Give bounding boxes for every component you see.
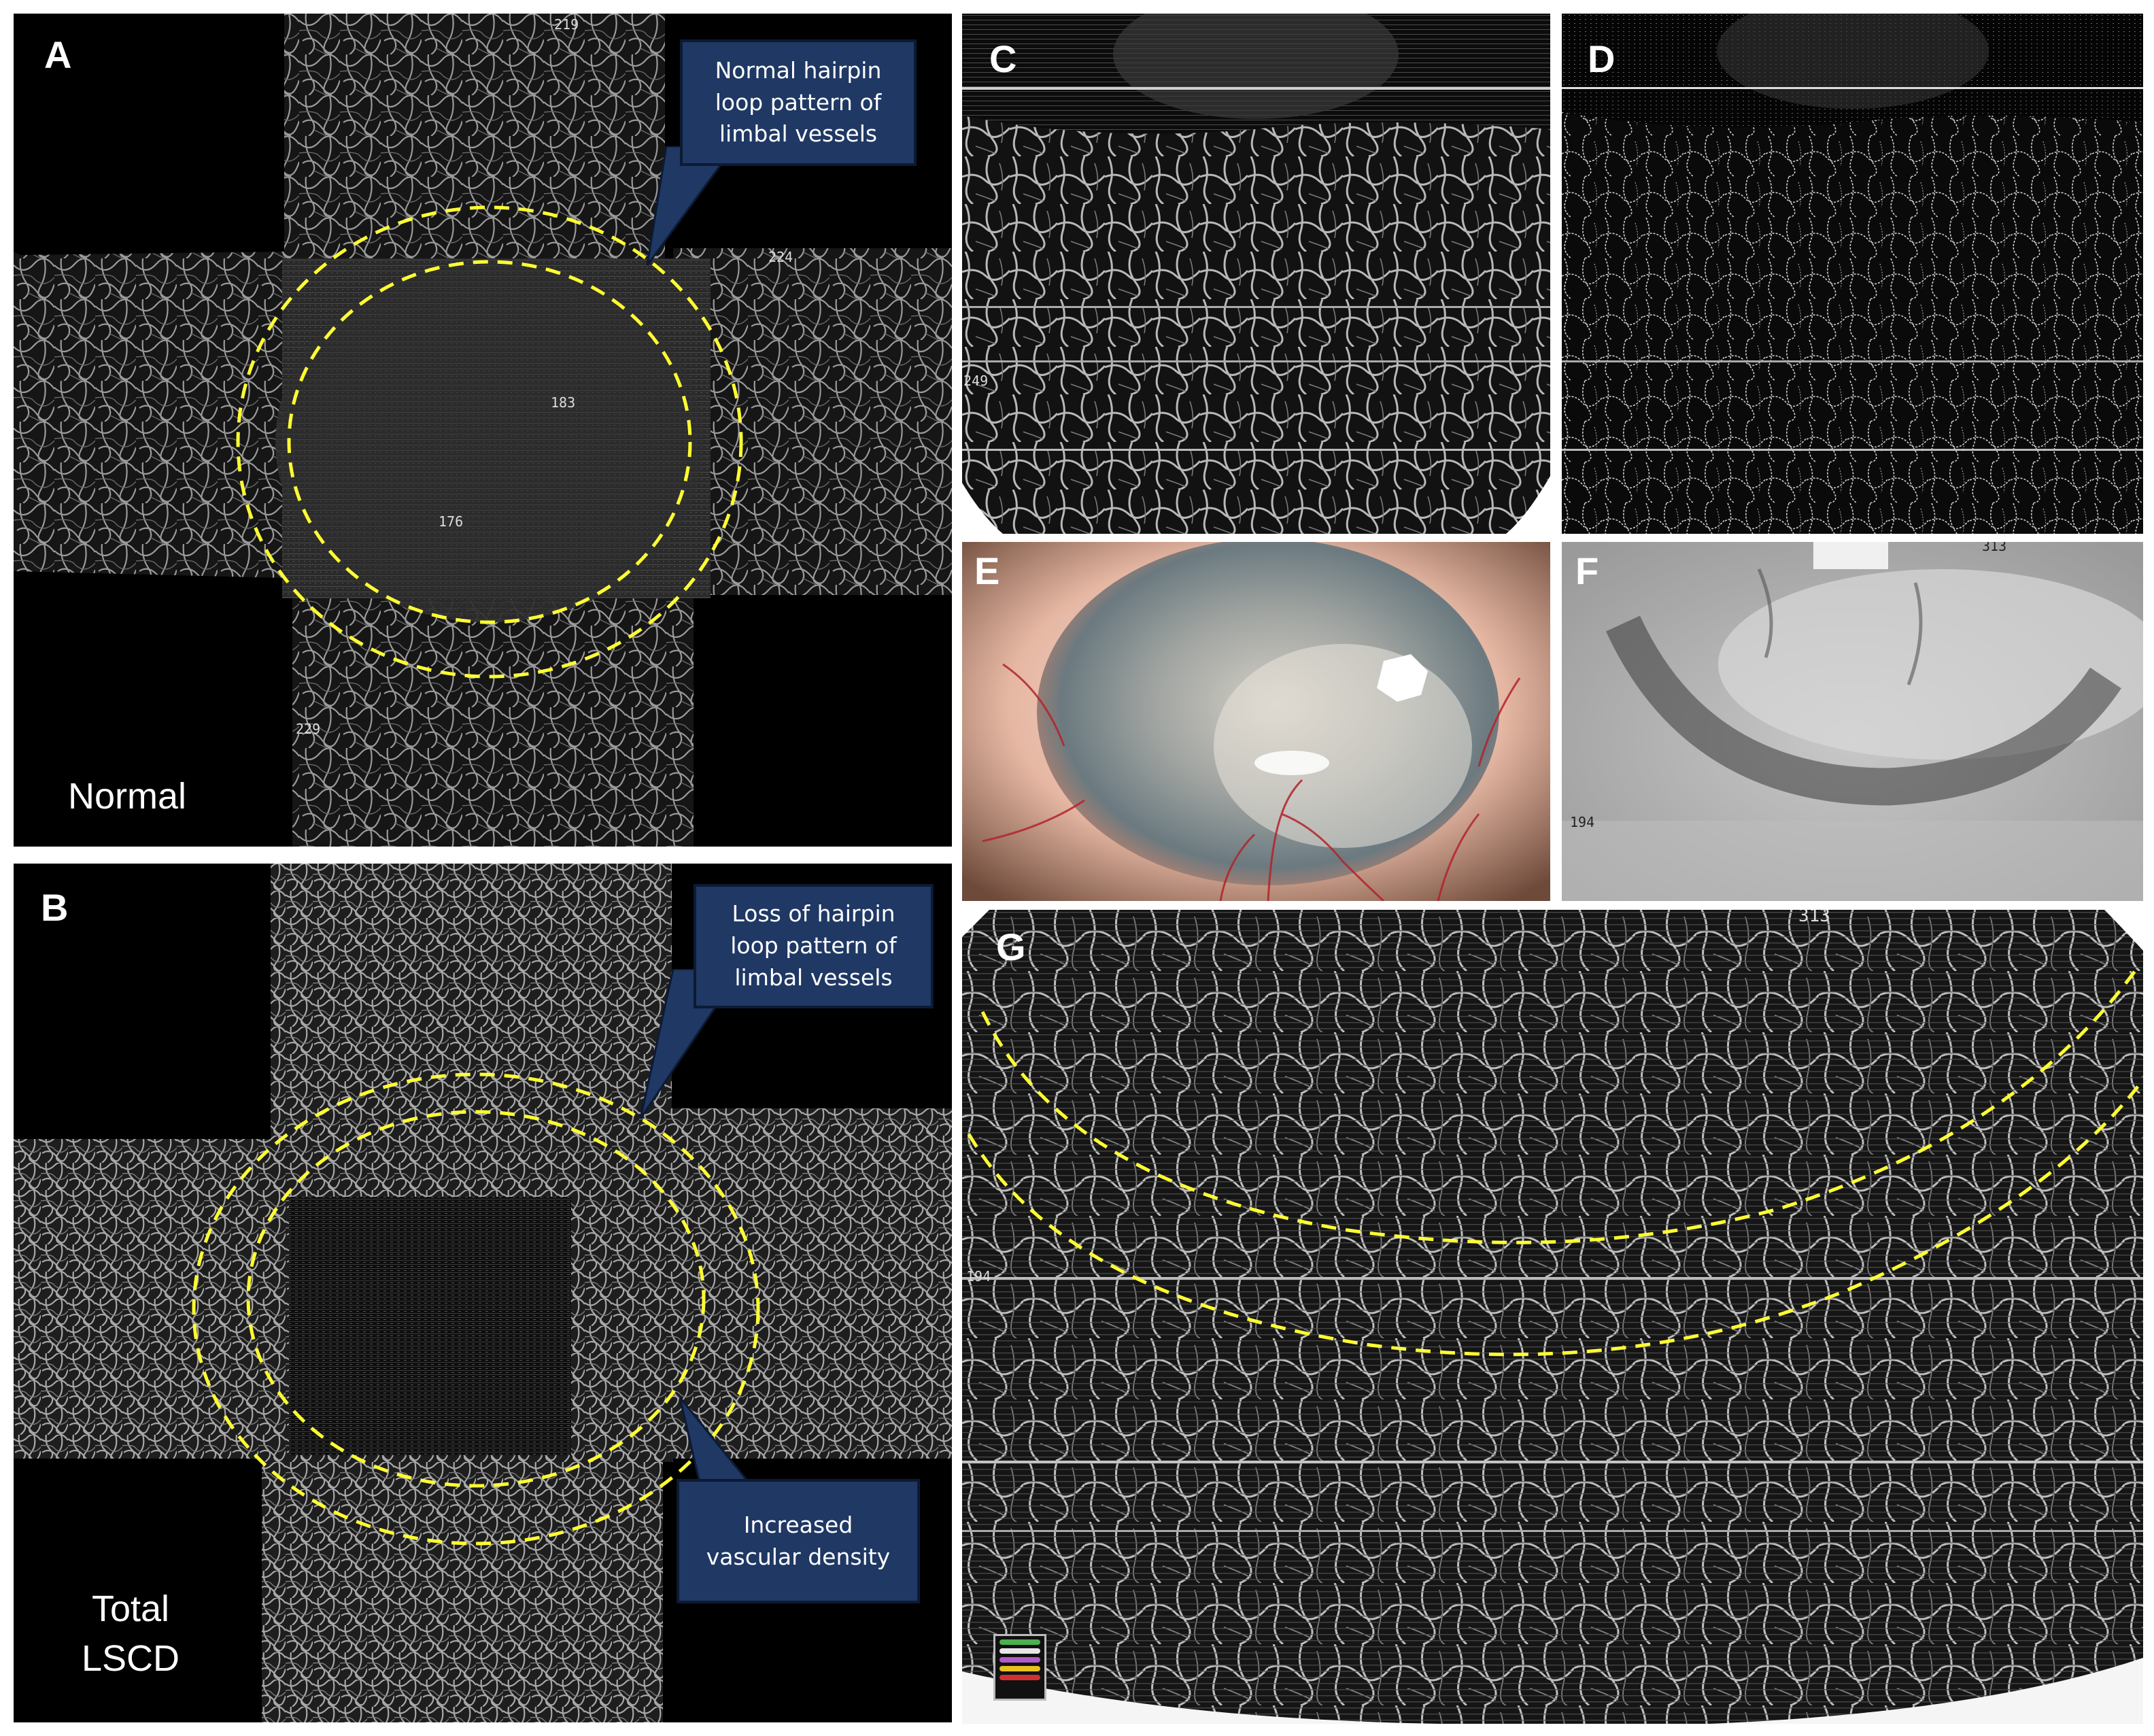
legend-swatch [999, 1648, 1040, 1654]
condition-line: LSCD [82, 1637, 180, 1679]
panel-g: G 194 313 [962, 910, 2143, 1724]
panel-b-letter: B [41, 886, 69, 929]
panel-d: D [1562, 14, 2143, 534]
callout-line: Normal hairpin [715, 56, 882, 84]
panel-b-angiography-mosaic [14, 864, 952, 1722]
panel-f-en-face-image [1562, 542, 2143, 901]
legend-swatch [999, 1675, 1040, 1680]
scan-number: 229 [296, 721, 321, 737]
scan-number: 224 [768, 249, 793, 265]
callout-line: limbal vessels [734, 964, 893, 991]
panel-b-condition-label: Total LSCD [82, 1584, 180, 1684]
panel-e-slit-lamp-photo [962, 542, 1550, 901]
panel-d-angiography [1562, 14, 2143, 534]
panel-c: C 249 [962, 14, 1550, 534]
panel-a-callout: Normal hairpin loop pattern of limbal ve… [680, 39, 917, 166]
panel-e-letter: E [974, 549, 1000, 592]
callout-line: Increased [743, 1511, 853, 1538]
panel-a-condition-label: Normal [68, 776, 187, 817]
legend-swatch [999, 1639, 1040, 1645]
scan-number: 194 [966, 1268, 991, 1284]
callout-line: limbal vessels [719, 120, 878, 148]
panel-g-angiography [962, 910, 2143, 1724]
scan-number: 183 [551, 394, 576, 411]
panel-c-letter: C [989, 37, 1017, 80]
callout-pointer [679, 1397, 754, 1487]
callout-line: Loss of hairpin [732, 900, 895, 927]
panel-f: F 194 313 [1562, 542, 2143, 901]
panel-b: B Total LSCD Loss of hairpin loop patter… [14, 864, 952, 1722]
condition-line: Total [91, 1588, 170, 1629]
panel-d-letter: D [1588, 37, 1616, 80]
panel-g-letter: G [996, 925, 1026, 968]
scan-number: 313 [1798, 910, 1830, 926]
scan-number: 249 [963, 373, 989, 389]
scan-number: 176 [439, 513, 464, 530]
panel-c-angiography [962, 14, 1550, 534]
panel-f-letter: F [1575, 549, 1599, 592]
panel-a-letter: A [44, 33, 72, 76]
callout-pointer [646, 146, 736, 266]
callout-line: loop pattern of [715, 88, 882, 116]
panel-a: A 219 224 183 176 229 Normal Normal hair… [14, 14, 952, 847]
layer-legend-icon [993, 1634, 1046, 1701]
legend-swatch [999, 1666, 1040, 1671]
callout-line: vascular density [706, 1543, 891, 1570]
scan-number: 313 [1982, 542, 2007, 554]
scan-number: 194 [1570, 814, 1595, 830]
panel-a-angiography-mosaic [14, 14, 952, 847]
panel-b-callout-bottom: Increased vascular density [677, 1479, 920, 1603]
legend-swatch [999, 1657, 1040, 1663]
panel-b-callout-top: Loss of hairpin loop pattern of limbal v… [694, 884, 934, 1008]
callout-line: loop pattern of [730, 932, 897, 959]
scan-number: 219 [554, 16, 579, 33]
panel-e: E [962, 542, 1550, 901]
